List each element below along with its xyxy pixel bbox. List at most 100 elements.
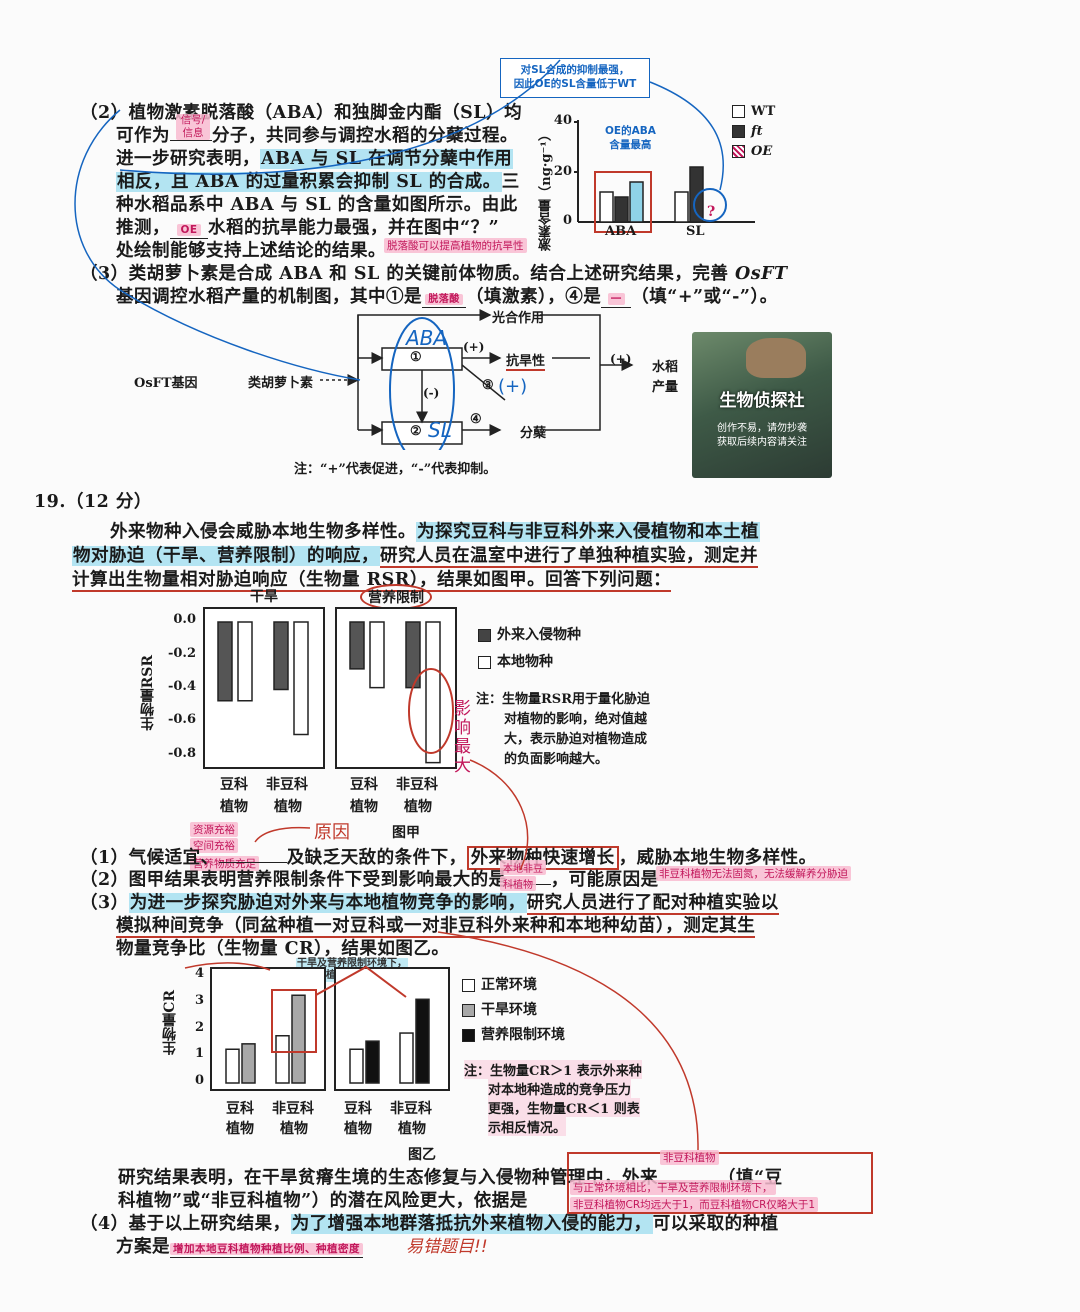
diag-tillering: 分蘖 xyxy=(520,426,547,441)
legend-ft-label: ft xyxy=(751,124,763,139)
chartA-legend1-swatch xyxy=(478,628,491,642)
chart0-bar xyxy=(674,191,689,223)
diag-minus: (-) xyxy=(423,386,440,400)
q3-line2c: （填“+”或“-”）。 xyxy=(631,287,778,307)
watermark-stamp: 生物侦探社 创作不易，请勿抄袭获取后续内容请关注 xyxy=(692,332,832,478)
q2-line3b: ABA 与 SL 在调节分蘖中作用 xyxy=(260,149,514,169)
diag-yield2: 产量 xyxy=(652,380,679,395)
chartA-ylabel: 生物量RSR xyxy=(140,655,156,731)
q19-2a: （2）图甲结果表明营养限制条件下受到影响最大的是 xyxy=(80,870,507,890)
diag-drought: 抗旱性 xyxy=(506,350,546,371)
chartB-note1: 注：生物量CR＞1 表示外来种 xyxy=(464,1060,642,1079)
blank-ans4: 一 xyxy=(601,287,632,308)
hand-reason: 原因 xyxy=(314,822,350,843)
chartB-ytick4: 4 xyxy=(194,966,204,981)
chartB-cat1a: 豆科 xyxy=(226,1101,254,1117)
chartA-note2: 对植物的影响，绝对值越 xyxy=(504,712,648,727)
chartA-bar xyxy=(217,621,233,702)
q19-p1b: 为探究豆科与非豆科外来入侵植物和本土植 xyxy=(416,522,760,542)
q2-line6a: 推测， xyxy=(116,218,170,238)
stamp-sub: 创作不易，请勿抄袭获取后续内容请关注 xyxy=(692,422,832,450)
chart0-legend-wt: WT xyxy=(732,104,775,119)
chartA-bar xyxy=(349,621,365,670)
stamp-title: 生物侦探社 xyxy=(719,391,805,411)
chartB-legend1-swatch xyxy=(462,978,475,992)
q19-1b: 及缺乏天敌的条件下， xyxy=(286,848,467,868)
chartA-cat2b: 植物 xyxy=(274,799,302,815)
diag-osft: OsFT基因 xyxy=(134,376,198,391)
chartA-cat3b: 植物 xyxy=(350,799,378,815)
chartB-note4: 示相反情况。 xyxy=(488,1117,567,1136)
diag-plus2: (+) xyxy=(610,352,632,366)
q2-line5: 种水稻品系中 ABA 与 SL 的含量如图所示。由此 xyxy=(116,195,518,215)
diag-plus1: (+) xyxy=(463,340,485,354)
chartB-legend2-swatch xyxy=(462,1003,475,1017)
hand-most-affected: 影响最大 xyxy=(454,699,471,776)
diag-yield1: 水稻 xyxy=(652,360,679,375)
chart0-ytick-20: 20 xyxy=(553,164,572,179)
chartA-cat1a: 豆科 xyxy=(220,777,248,793)
chartB-ytick3: 3 xyxy=(194,993,204,1008)
chartA-plot xyxy=(203,607,457,769)
q19-3-l2b: （同盆种植一对豆科或一对非豆科外来种和本地种幼苗），测定其生 xyxy=(224,916,756,938)
q19-2b: ，可能原因是 xyxy=(550,870,659,890)
q2-line3a: 进一步研究表明， xyxy=(116,149,260,169)
chart0-bar xyxy=(629,181,644,223)
chartA-bar xyxy=(369,621,385,689)
chart0-legend-oe: OE xyxy=(732,144,772,159)
chartA-bar xyxy=(273,621,289,691)
chartB-ytick0: 0 xyxy=(194,1073,204,1088)
legend-oe-label: OE xyxy=(751,144,773,159)
chartB-legend3-label: 营养限制环境 xyxy=(481,1027,565,1043)
chartB-cat2b: 植物 xyxy=(280,1121,308,1137)
diag-circle2: ② xyxy=(410,424,422,439)
legend-ft-swatch xyxy=(732,125,745,138)
chartB-caption: 图乙 xyxy=(408,1147,436,1163)
q19-4-l1: （4）基于以上研究结果，为了增强本地群落抵抗外来植物入侵的能力，可以采取的种植 xyxy=(80,1210,779,1235)
ans4: 一 xyxy=(607,293,625,305)
q3-line1a: （3）类胡萝卜素是合成 ABA 和 SL 的关键前体物质。结合上述研究结果，完善 xyxy=(80,264,736,284)
chartB-bar xyxy=(349,1048,364,1084)
q19-p2b: 研究人员在温室中进行了单独种植实验，测定并 xyxy=(380,546,758,568)
chart0-ytick-0: 0 xyxy=(562,213,572,228)
ans-native-nonlegume: 本地非豆 xyxy=(500,860,546,875)
chartB-highlight1 xyxy=(271,989,317,1053)
blank-q19-4: 增加本地豆科植物种植比例、种植密度 xyxy=(170,1237,363,1258)
q19-3-l1b: 为进一步探究胁迫对外来与本地植物竞争的影响， xyxy=(128,893,527,913)
diag-photosynthesis: 光合作用 xyxy=(492,311,545,326)
chartA-cat4a: 非豆科 xyxy=(396,777,438,793)
ans-basis-a: 与正常环境相比，干旱及营养限制环境下， xyxy=(570,1180,776,1195)
chartA-panel1: 干旱 xyxy=(250,589,278,605)
note-space: 空间充裕 xyxy=(190,838,238,853)
chartB-bar xyxy=(415,998,430,1084)
legend-oe-swatch xyxy=(732,145,745,158)
chart0-ylabel: 激素含量（ng·g⁻¹） xyxy=(539,128,554,251)
chartA-bar xyxy=(237,621,253,702)
note-box-text: 对SL合成的抑制最强， 因此OE的SL含量低于WT xyxy=(513,64,637,90)
chartA-legend2: 本地物种 xyxy=(478,651,553,671)
q19-p3: 计算出生物量相对胁迫响应（生物量 RSR），结果如图甲。回答下列问题： xyxy=(72,566,672,592)
chartB-ytick2: 2 xyxy=(194,1020,204,1035)
q2-line4a: 相反，且 ABA 的过量积累会抑制 SL 的合成。 xyxy=(116,172,502,192)
q3-line1b: OsFT xyxy=(735,264,788,284)
answer-box xyxy=(567,1152,873,1214)
q19-p3-text: 计算出生物量相对胁迫响应（生物量 RSR），结果如图甲。回答下列问题： xyxy=(72,570,672,592)
chartA-ytick1: -0.2 xyxy=(167,646,196,661)
q2-line4: 相反，且 ABA 的过量积累会抑制 SL 的合成。三 xyxy=(116,168,520,193)
chartA-note4: 的负面影响越大。 xyxy=(504,752,609,767)
chartB-ytick1: 1 xyxy=(194,1046,204,1061)
chartB-legend2: 干旱环境 xyxy=(462,999,537,1019)
stamp-sub1: 创作不易，请勿抄袭 xyxy=(717,423,807,434)
q2-line4b: 三 xyxy=(501,172,520,192)
ans-native-nonlegume-b: 科植物 xyxy=(500,876,536,891)
ans-reason: 非豆科植物无法固氮，无法缓解养分胁迫 xyxy=(656,866,851,881)
chartA-legend1: 外来入侵物种 xyxy=(478,624,581,644)
chartA-cat3a: 豆科 xyxy=(350,777,378,793)
chartB-cat4b: 植物 xyxy=(398,1121,426,1137)
chartB-cat4a: 非豆科 xyxy=(390,1101,432,1117)
blank-oe: OE xyxy=(170,218,208,239)
diag-circle1: ① xyxy=(410,350,422,365)
chartA-ytick4: -0.8 xyxy=(167,746,196,761)
ans-basis-b: 非豆科植物CR均远大于1，而豆科植物CR仅略大于1 xyxy=(570,1197,819,1212)
